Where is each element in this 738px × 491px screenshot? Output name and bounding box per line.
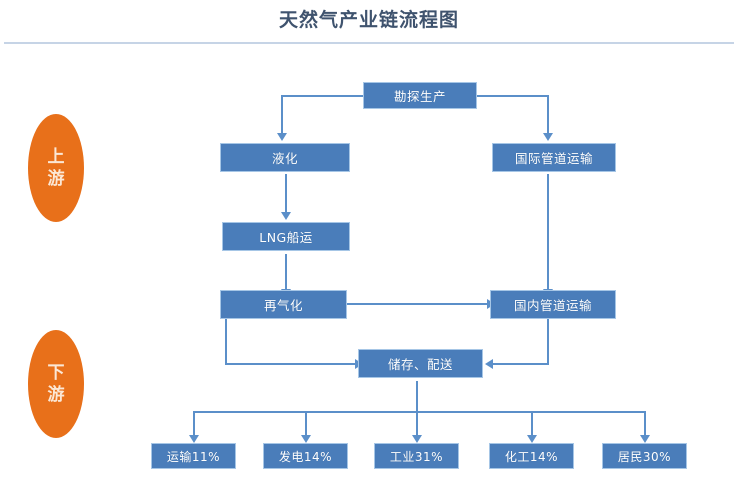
stage-badge-upstream: 上游 — [28, 114, 84, 222]
arrowhead-power — [301, 435, 311, 443]
connector-branch-industry — [416, 411, 418, 438]
connector-branch-chemical — [531, 411, 533, 438]
node-consumer-power[interactable]: 发电14% — [263, 443, 348, 469]
connector-exploration-to-intl-pipeline-h — [477, 95, 549, 97]
node-lng-shipping[interactable]: LNG船运 — [222, 222, 350, 251]
connector-branch-transport — [193, 411, 195, 438]
node-liquefaction[interactable]: 液化 — [220, 143, 350, 172]
node-consumer-industry[interactable]: 工业31% — [374, 443, 459, 469]
connector-intl-to-domestic-pipeline — [547, 174, 549, 292]
connector-exploration-to-intl-pipeline-v — [547, 95, 549, 136]
node-intl-pipeline[interactable]: 国际管道运输 — [492, 143, 616, 172]
arrowhead-storage-right — [485, 359, 493, 369]
node-consumer-chemical[interactable]: 化工14% — [489, 443, 574, 469]
connector-lng-shipping-to-regasification — [285, 254, 287, 292]
node-domestic-pipeline[interactable]: 国内管道运输 — [490, 290, 616, 319]
node-consumer-residential[interactable]: 居民30% — [602, 443, 687, 469]
arrowhead-chemical — [527, 435, 537, 443]
connector-domestic-pipeline-to-storage-h — [492, 363, 549, 365]
connector-regasification-to-domestic-pipeline — [347, 303, 490, 305]
arrowhead-transport — [189, 435, 199, 443]
connector-regasification-to-storage-v — [225, 316, 227, 364]
stage-label-downstream: 下游 — [47, 363, 65, 405]
node-regasification[interactable]: 再气化 — [220, 290, 347, 319]
connector-exploration-to-liquefaction-h — [281, 95, 363, 97]
connector-branch-residential — [644, 411, 646, 438]
stage-badge-downstream: 下游 — [28, 330, 84, 438]
connector-consumer-bus — [193, 411, 644, 413]
node-exploration[interactable]: 勘探生产 — [363, 82, 477, 109]
title-divider — [4, 42, 734, 44]
connector-exploration-to-liquefaction-v — [281, 95, 283, 136]
connector-liquefaction-to-lng-shipping — [285, 174, 287, 214]
arrowhead-liquefaction — [277, 133, 287, 141]
node-consumer-transport[interactable]: 运输11% — [151, 443, 236, 469]
connector-storage-trunk — [416, 381, 418, 412]
page-title: 天然气产业链流程图 — [278, 9, 459, 31]
connector-domestic-pipeline-to-storage-v — [547, 316, 549, 364]
stage-label-upstream: 上游 — [47, 147, 65, 189]
arrowhead-industry — [412, 435, 422, 443]
node-storage-distribution[interactable]: 储存、配送 — [358, 349, 483, 378]
arrowhead-residential — [640, 435, 650, 443]
connector-regasification-to-storage-h — [225, 363, 358, 365]
arrowhead-intl-pipeline — [543, 133, 553, 141]
connector-branch-power — [305, 411, 307, 438]
arrowhead-lng-shipping — [281, 212, 291, 220]
